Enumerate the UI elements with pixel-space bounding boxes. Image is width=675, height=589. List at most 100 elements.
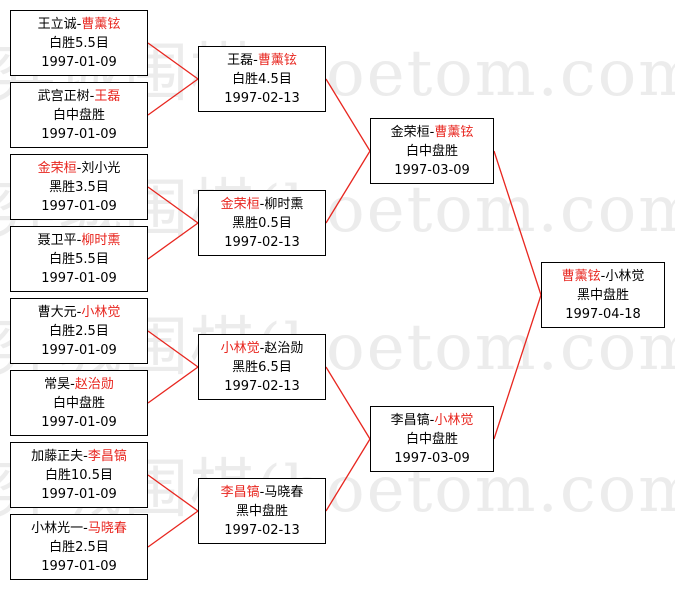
connector-line (147, 510, 199, 548)
connector-line (147, 330, 199, 368)
player-1: 王立诚 (37, 16, 77, 32)
match-date: 1997-01-09 (41, 414, 117, 430)
match-date: 1997-01-09 (41, 342, 117, 358)
connector-line (147, 474, 199, 512)
match-date: 1997-04-18 (565, 306, 641, 322)
player-1: 李昌镐 (390, 412, 430, 428)
player-separator: - (76, 160, 82, 176)
match-players: 王磊-曹薰铉 (199, 51, 325, 70)
match-date: 1997-03-09 (394, 162, 470, 178)
match-players: 李昌镐-马晓春 (199, 483, 325, 502)
player-separator: - (259, 484, 265, 500)
match-result: 白胜10.5目 (45, 467, 113, 483)
match-result: 白胜5.5目 (49, 35, 109, 51)
match-result: 白中盘胜 (52, 107, 105, 123)
match-date: 1997-01-09 (41, 558, 117, 574)
player-1: 曹大元 (37, 304, 77, 320)
player-separator: - (83, 448, 88, 464)
match-result: 黑胜3.5目 (49, 179, 109, 195)
connector-line (325, 78, 371, 152)
player-separator: - (76, 232, 82, 248)
player-2: 柳时熏 (264, 196, 304, 212)
match-date: 1997-01-09 (41, 486, 117, 502)
match-date: 1997-01-09 (41, 54, 117, 70)
player-2: 赵治勋 (74, 376, 114, 392)
connector-line (147, 78, 199, 116)
player-2: 曹薰铉 (81, 16, 121, 32)
player-separator: - (429, 412, 435, 428)
player-1: 曹薰铉 (561, 268, 601, 284)
player-separator: - (429, 124, 435, 140)
player-2: 柳时熏 (81, 232, 121, 248)
connector-line (325, 150, 371, 224)
match-result: 白胜2.5目 (49, 539, 109, 555)
connector-line (147, 222, 199, 260)
connector-line (147, 42, 199, 80)
player-1: 金荣桓 (390, 124, 430, 140)
player-1: 金荣桓 (220, 196, 260, 212)
player-1: 小林觉 (220, 340, 260, 356)
match-result: 白中盘胜 (405, 431, 458, 447)
match-players: 小林觉-赵治勋 (199, 339, 325, 358)
match-date: 1997-02-13 (224, 522, 300, 538)
player-1: 武宫正树 (37, 88, 90, 104)
player-separator: - (600, 268, 606, 284)
match-result: 黑胜6.5目 (232, 359, 292, 375)
player-separator: - (70, 376, 75, 392)
connector-line (147, 366, 199, 404)
match-result: 黑中盘胜 (235, 503, 288, 519)
player-2: 赵治勋 (264, 340, 304, 356)
player-separator: - (83, 520, 88, 536)
player-2: 马晓春 (264, 484, 304, 500)
player-1: 加藤正夫 (31, 448, 84, 464)
match-box: 小林觉-赵治勋黑胜6.5目 1997-02-13 (198, 334, 326, 400)
player-2: 曹薰铉 (434, 124, 474, 140)
match-players: 武宫正树-王磊 (11, 87, 147, 106)
match-date: 1997-02-13 (224, 378, 300, 394)
match-result: 黑中盘胜 (576, 287, 629, 303)
player-1: 李昌镐 (220, 484, 260, 500)
match-date: 1997-01-09 (41, 198, 117, 214)
match-result: 白中盘胜 (52, 395, 105, 411)
match-players: 曹薰铉-小林觉 (542, 267, 664, 286)
player-2: 小林觉 (81, 304, 121, 320)
match-players: 小林光一-马晓春 (11, 519, 147, 538)
match-players: 曹大元-小林觉 (11, 303, 147, 322)
player-2: 马晓春 (87, 520, 127, 536)
player-2: 曹薰铉 (257, 52, 297, 68)
connector-line (493, 150, 542, 296)
player-separator: - (76, 304, 82, 320)
player-separator: - (76, 16, 82, 32)
player-2: 刘小光 (81, 160, 121, 176)
match-result: 白胜5.5目 (49, 251, 109, 267)
player-2: 王磊 (94, 88, 121, 104)
match-players: 金荣桓-刘小光 (11, 159, 147, 178)
connector-line (147, 186, 199, 224)
player-separator: - (259, 196, 265, 212)
match-date: 1997-01-09 (41, 270, 117, 286)
player-1: 常昊 (44, 376, 71, 392)
player-2: 李昌镐 (87, 448, 127, 464)
match-players: 李昌镐-小林觉 (371, 411, 493, 430)
player-1: 小林光一 (31, 520, 84, 536)
player-2: 小林觉 (605, 268, 645, 284)
match-players: 王立诚-曹薰铉 (11, 15, 147, 34)
player-1: 金荣桓 (37, 160, 77, 176)
match-result: 黑胜0.5目 (232, 215, 292, 231)
match-result: 白胜4.5目 (232, 71, 292, 87)
match-players: 常昊-赵治勋 (11, 375, 147, 394)
